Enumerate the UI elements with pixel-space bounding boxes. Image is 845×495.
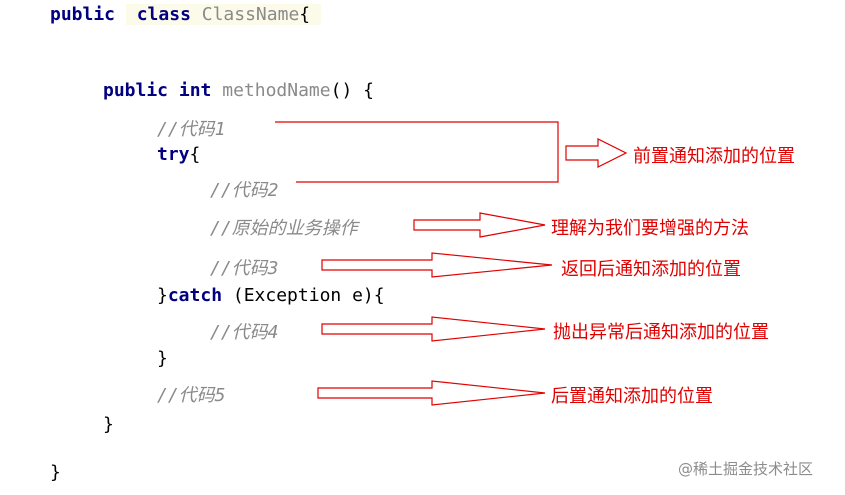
label-before-advice: 前置通知添加的位置 — [633, 146, 795, 167]
keyword-class: class — [136, 4, 191, 25]
class-name: ClassName — [201, 4, 300, 25]
comment-code-2: //代码2 — [210, 180, 279, 201]
catch-statement: }catch (Exception e){ — [157, 285, 385, 306]
catch-close: } — [157, 348, 168, 369]
method-close: } — [103, 414, 114, 435]
comment-code-5: //代码5 — [157, 385, 226, 406]
method-declaration: public int methodName() { — [103, 80, 374, 101]
method-params: () { — [330, 80, 374, 101]
comment-code-3: //代码3 — [210, 258, 279, 279]
method-name: methodName — [222, 80, 331, 101]
comment-code-4: //代码4 — [210, 322, 279, 343]
bracket-before — [275, 121, 559, 183]
arrow-before — [565, 138, 628, 168]
arrow-after-throwing — [321, 316, 546, 342]
label-enhanced-method: 理解为我们要增强的方法 — [551, 218, 749, 239]
keyword-public: public — [50, 4, 116, 25]
catch-close-brace: } — [157, 285, 168, 306]
label-after-throwing: 抛出异常后通知添加的位置 — [553, 322, 769, 343]
arrow-enhance — [413, 212, 546, 238]
comment-code-1: //代码1 — [157, 119, 226, 140]
arrow-after-returning — [321, 252, 553, 278]
keyword-catch: catch — [167, 285, 223, 306]
label-after-returning: 返回后通知添加的位置 — [561, 259, 741, 280]
catch-params: (Exception e){ — [222, 285, 385, 306]
try-open-brace: { — [189, 144, 201, 165]
comment-original-business: //原始的业务操作 — [210, 218, 358, 239]
class-declaration: public class ClassName{ — [50, 4, 321, 25]
keyword-public: public — [103, 80, 169, 101]
try-statement: try{ — [157, 144, 200, 165]
keyword-int: int — [178, 80, 212, 101]
arrow-after — [317, 380, 546, 406]
label-after-advice: 后置通知添加的位置 — [551, 386, 713, 407]
keyword-try: try — [157, 144, 190, 165]
class-open-brace: { — [299, 4, 311, 25]
class-close: } — [50, 462, 61, 483]
watermark: @稀土掘金技术社区 — [678, 460, 814, 478]
